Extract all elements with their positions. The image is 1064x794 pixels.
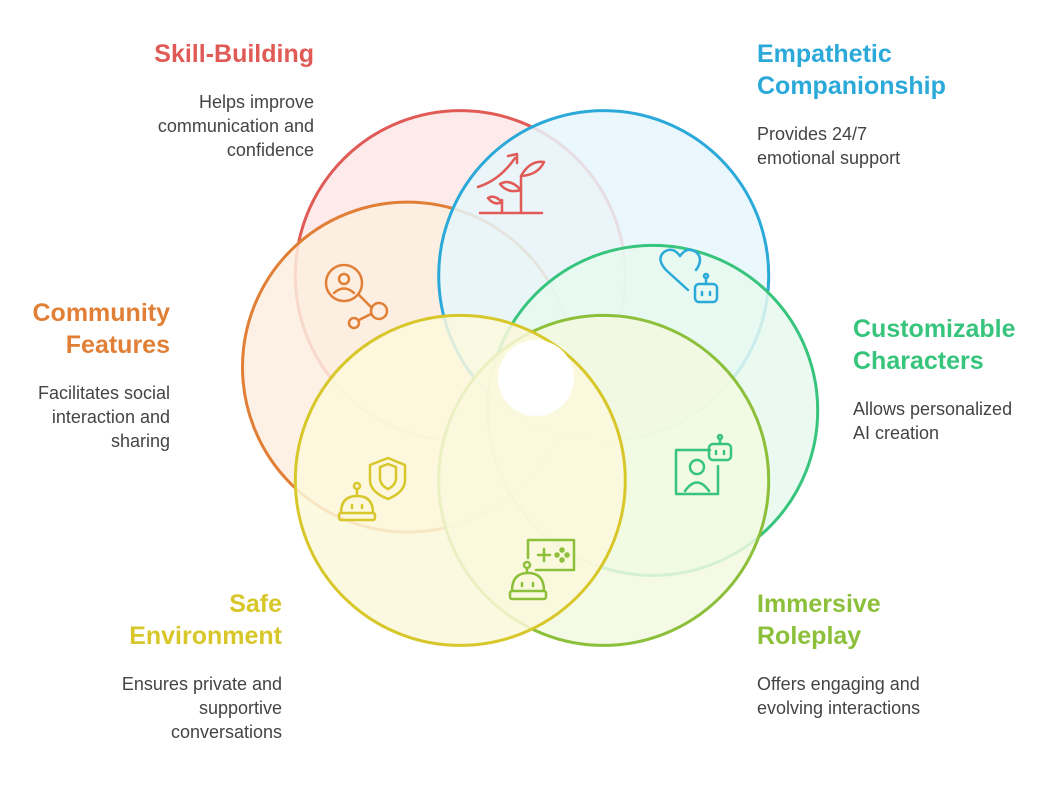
user-network-icon (324, 263, 389, 330)
safe-environment-label: Safe Environment Ensures private and sup… (122, 588, 282, 744)
skill-building-label: Skill-Building Helps improve communicati… (154, 38, 314, 162)
profile-robot-icon (674, 433, 733, 496)
icon-layer (324, 152, 733, 601)
skill-building-title: Skill-Building (154, 40, 314, 68)
growth-plant-icon (476, 152, 546, 215)
customizable-characters-description: Allows personalized AI creation (853, 399, 1013, 443)
skill-building-description: Helps improve communication and confiden… (157, 92, 314, 160)
immersive-roleplay-description: Offers engaging and evolving interaction… (757, 674, 921, 718)
customizable-characters-title: Customizable Characters (853, 315, 1016, 375)
community-features-description: Facilitates social interaction and shari… (37, 383, 170, 451)
empathetic-companionship-label: Empathetic Companionship Provides 24/7 e… (757, 38, 946, 170)
safe-environment-title: Safe Environment (129, 590, 282, 650)
customizable-characters-label: Customizable Characters Allows personali… (853, 313, 1016, 445)
gamepad-robot-icon (508, 538, 576, 601)
center-hole (498, 340, 574, 416)
empathetic-companionship-title: Empathetic Companionship (757, 40, 946, 100)
immersive-roleplay-title: Immersive Roleplay (757, 590, 881, 650)
shield-robot-icon (337, 456, 407, 522)
empathetic-companionship-description: Provides 24/7 emotional support (757, 124, 901, 168)
petal-safe (293, 313, 627, 647)
community-features-label: Community Features Facilitates social in… (33, 297, 171, 453)
heart-robot-icon (659, 248, 719, 304)
safe-environment-description: Ensures private and supportive conversat… (121, 674, 282, 742)
immersive-roleplay-label: Immersive Roleplay Offers engaging and e… (757, 588, 920, 720)
petal-ring (241, 109, 820, 647)
community-features-title: Community Features (32, 299, 171, 359)
